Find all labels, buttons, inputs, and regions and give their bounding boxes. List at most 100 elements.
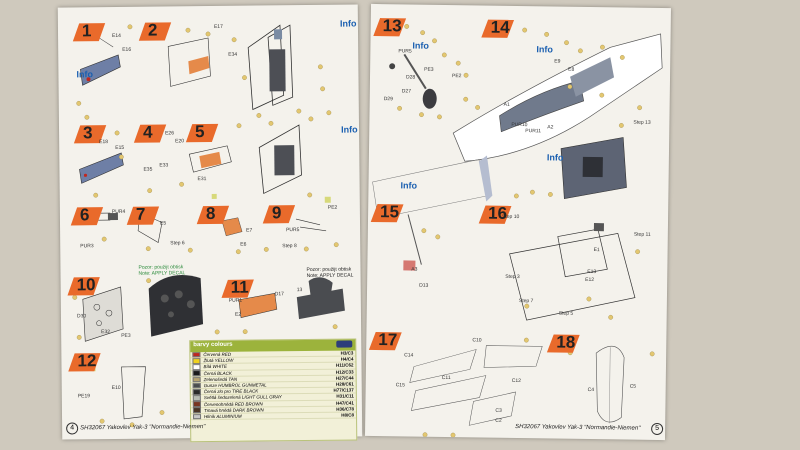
part-label: E17 xyxy=(213,23,223,30)
part-label: E20 xyxy=(175,138,185,145)
step-17-number: 17 xyxy=(368,330,402,351)
part-label: C5 xyxy=(629,383,637,390)
decal-note-green: Pozor: použijt obtisk Note: APPLY DECAL xyxy=(138,264,185,276)
part-label: D13 xyxy=(419,282,429,289)
part-marker-dot xyxy=(397,105,402,111)
part-label: A2 xyxy=(547,124,554,131)
part-label: PE2 xyxy=(327,204,338,211)
colour-code: H47/C41 xyxy=(336,400,354,406)
part-marker-dot xyxy=(159,410,165,415)
part-label: PUR5 xyxy=(286,227,300,234)
part-label: D28 xyxy=(405,74,416,81)
step8-part-drawing xyxy=(211,193,243,237)
colour-swatch xyxy=(192,395,201,401)
step3-part-drawing xyxy=(79,152,124,184)
step13-landing-gear-drawing xyxy=(389,53,437,109)
step-18-number: 18 xyxy=(546,333,580,353)
colour-code: H36/C78 xyxy=(336,406,354,412)
colour-code: H8/C8 xyxy=(341,412,355,418)
part-marker-dot xyxy=(84,114,90,120)
part-label: PUR4 xyxy=(111,208,126,216)
step10-part-drawing xyxy=(82,286,124,342)
step-6-number: 6 xyxy=(70,205,104,226)
part-marker-dot xyxy=(332,324,338,330)
part-marker-dot xyxy=(586,296,592,302)
part-marker-dot xyxy=(530,189,535,195)
part-marker-dot xyxy=(114,130,120,136)
part-label: PUR1 xyxy=(228,297,243,304)
part-marker-dot xyxy=(432,38,437,44)
part-marker-dot xyxy=(567,84,573,90)
part-label: Step 11 xyxy=(633,231,651,238)
part-label: PUR11 xyxy=(525,128,542,135)
colour-swatch xyxy=(192,407,202,414)
colour-swatch xyxy=(193,413,202,420)
part-marker-dot xyxy=(101,236,107,242)
part-marker-dot xyxy=(544,32,549,37)
part-marker-dot xyxy=(242,75,247,80)
part-marker-dot xyxy=(326,110,332,116)
right-page-drawings xyxy=(372,23,663,438)
part-marker-dot xyxy=(437,114,442,120)
part-marker-dot xyxy=(303,246,309,252)
part-marker-dot xyxy=(129,422,135,428)
step11-part-drawing xyxy=(238,293,278,318)
part-label: E31 xyxy=(197,176,207,183)
colour-code: H77/C137 xyxy=(333,387,354,393)
colour-code: H4/C4 xyxy=(340,356,354,362)
part-marker-dot xyxy=(524,337,529,343)
part-label: D27 xyxy=(401,88,412,95)
info-label-step13: Info xyxy=(412,40,430,51)
part-marker-dot xyxy=(420,30,425,36)
step-11-number: 11 xyxy=(221,278,254,298)
part-marker-dot xyxy=(564,40,569,46)
info-label-cockpit: Info xyxy=(546,152,564,163)
part-label: E15 xyxy=(115,144,125,151)
part-marker-dot xyxy=(187,247,193,253)
step-5-number: 5 xyxy=(185,122,219,143)
part-marker-dot xyxy=(235,249,241,255)
step5-frame-drawing xyxy=(258,124,302,195)
part-label: C10 xyxy=(472,337,482,344)
step-13-number: 13 xyxy=(373,16,407,37)
colour-swatch xyxy=(192,382,201,389)
step-7-number: 7 xyxy=(126,205,160,225)
part-marker-dot xyxy=(333,242,339,248)
colour-code: H3/C3 xyxy=(340,350,354,356)
part-label: C3 xyxy=(495,407,502,414)
info-label-frame: Info xyxy=(339,18,357,29)
colour-table-title: barvy colours xyxy=(193,341,233,349)
step14-fuselage-drawing xyxy=(452,33,663,162)
part-label: C15 xyxy=(395,382,405,389)
step1-part-drawing xyxy=(80,36,121,86)
part-marker-dot xyxy=(419,112,424,117)
part-label: C4 xyxy=(587,386,595,394)
part-marker-dot xyxy=(242,329,248,334)
part-label: D29 xyxy=(383,96,393,103)
step16-frame-drawing xyxy=(509,223,636,321)
step-9-number: 9 xyxy=(262,203,296,224)
part-marker-dot xyxy=(72,295,78,300)
part-label: E35 xyxy=(143,166,153,173)
part-marker-dot xyxy=(435,234,441,240)
part-marker-dot xyxy=(118,154,124,160)
step-1-number: 1 xyxy=(72,21,106,42)
part-label: E7 xyxy=(246,227,253,234)
left-instruction-page: 1 2 3 4 5 6 7 8 9 10 11 12 Info Info Inf… xyxy=(57,4,363,443)
part-label: E32 xyxy=(101,329,111,336)
part-label: PE3 xyxy=(121,332,131,339)
part-marker-dot xyxy=(76,101,82,106)
part-marker-dot xyxy=(599,92,605,98)
part-label: D17 xyxy=(274,291,284,298)
colour-code: H31/C11 xyxy=(336,393,354,400)
part-marker-dot xyxy=(99,418,105,424)
part-marker-dot xyxy=(608,314,614,320)
part-marker-dot xyxy=(308,116,314,122)
part-label: Step 8 xyxy=(282,243,297,250)
cockpit-frame-drawing xyxy=(247,24,294,111)
part-label: Step 3 xyxy=(505,273,520,281)
part-label: E16 xyxy=(122,46,132,53)
step-12-number: 12 xyxy=(68,351,101,372)
step9-part-drawing xyxy=(295,196,331,232)
decal-note-line: Note: APPLY DECAL xyxy=(138,270,186,277)
